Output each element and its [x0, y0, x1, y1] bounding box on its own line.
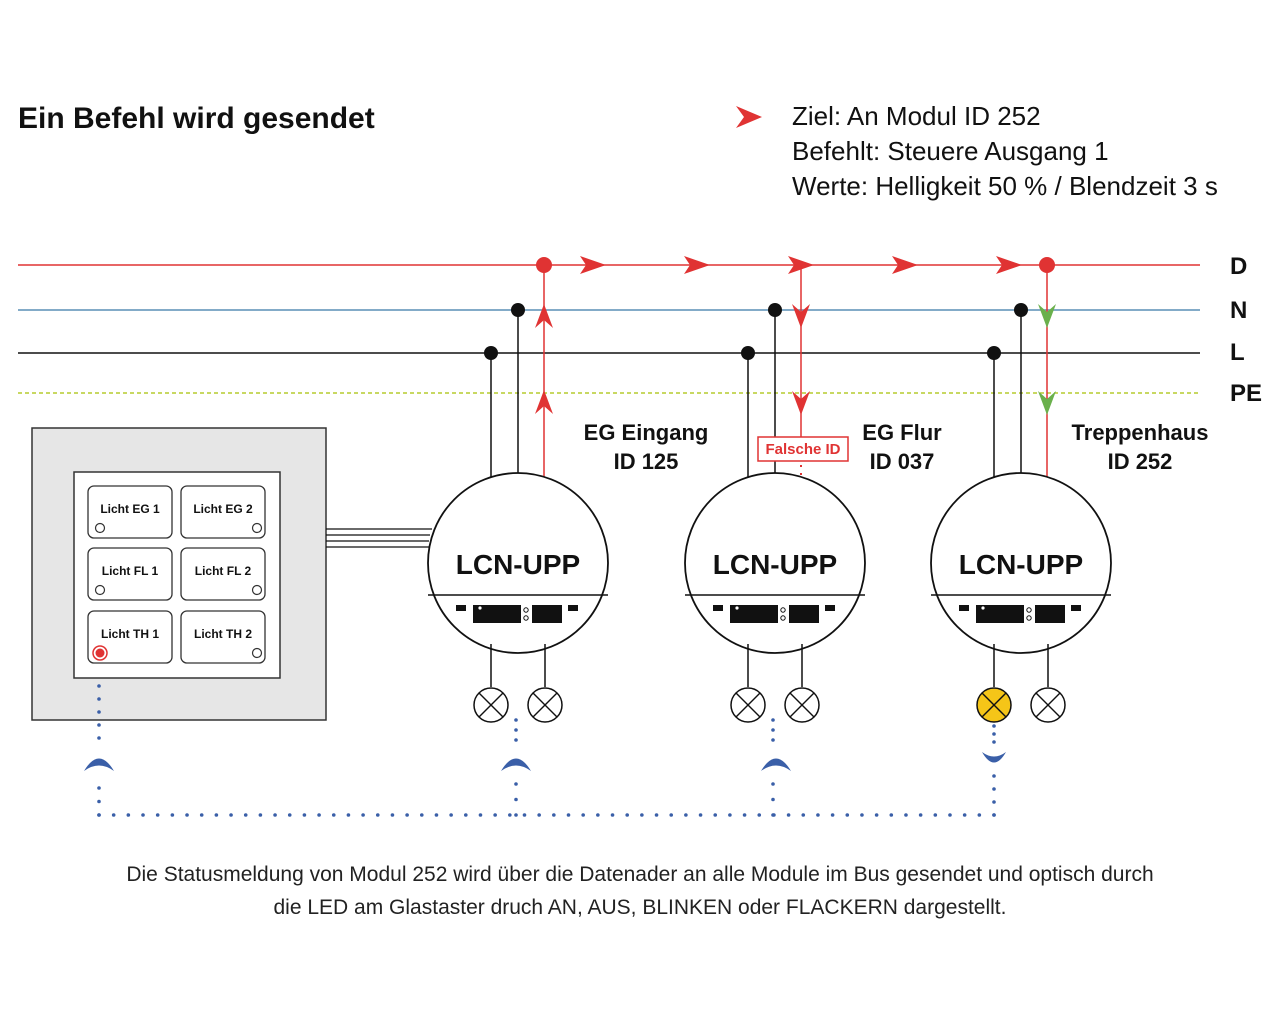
- status-led-icon: [94, 522, 106, 534]
- module-lcn-upp: LCN-UPP Treppenhaus ID 252: [930, 257, 1209, 723]
- bus-label-pe: PE: [1230, 380, 1262, 407]
- switch-button-label: Licht FL 1: [102, 564, 159, 578]
- legend-line-command: Befehlt: Steuere Ausgang 1: [792, 136, 1109, 166]
- up-arrow-icon: [535, 304, 553, 328]
- ack-arrow-icon: [1038, 391, 1056, 415]
- status-led-icon: [94, 584, 106, 596]
- junction-dot-n: [511, 303, 525, 317]
- lamp-on-icon: [976, 687, 1012, 723]
- module-label-id: ID 037: [870, 449, 935, 474]
- legend-line-values: Werte: Helligkeit 50 % / Blendzeit 3 s: [792, 171, 1218, 201]
- signal-up-icon: [84, 758, 114, 771]
- lamp-icon: [784, 687, 820, 723]
- down-arrow-icon: [792, 304, 810, 328]
- falsche-id-label: Falsche ID: [765, 441, 840, 458]
- page-title: Ein Befehl wird gesendet: [18, 102, 375, 135]
- bus-label-d: D: [1230, 253, 1247, 280]
- junction-dot-l: [987, 346, 1001, 360]
- caption-line-2: die LED am Glastaster druch AN, AUS, BLI…: [274, 896, 1007, 919]
- module-label-id: ID 252: [1108, 449, 1173, 474]
- lamp-icon: [473, 687, 509, 723]
- switch-button[interactable]: Licht TH 2: [180, 610, 266, 664]
- status-led-icon: [251, 584, 263, 596]
- switch-button[interactable]: Licht EG 1: [87, 485, 173, 539]
- switch-button-label: Licht EG 2: [193, 502, 253, 516]
- glass-switch-panel: [31, 427, 327, 721]
- switch-button[interactable]: Licht EG 2: [180, 485, 266, 539]
- status-signal: [84, 684, 1006, 817]
- status-led-icon: [251, 522, 263, 534]
- legend-arrow-icon: [736, 106, 762, 128]
- switch-button-label: Licht TH 1: [101, 627, 159, 641]
- module-device-name: LCN-UPP: [456, 549, 580, 580]
- signal-down-icon: [982, 752, 1006, 763]
- switch-button-label: Licht FL 2: [195, 564, 252, 578]
- switch-buttons[interactable]: Licht EG 1 Licht EG 2 Licht FL 1 Licht FL 2…: [87, 485, 266, 664]
- signal-up-icon: [501, 758, 531, 771]
- module-device-name: LCN-UPP: [959, 549, 1083, 580]
- lamp-icon: [1030, 687, 1066, 723]
- module-device-name: LCN-UPP: [713, 549, 837, 580]
- junction-dot-l: [484, 346, 498, 360]
- switch-button[interactable]: Licht FL 1: [87, 547, 173, 601]
- caption-line-1: Die Statusmeldung von Modul 252 wird übe…: [126, 863, 1153, 886]
- switch-button[interactable]: Licht TH 1: [87, 610, 173, 664]
- bus-label-n: N: [1230, 297, 1247, 324]
- junction-dot-d: [1039, 257, 1055, 273]
- falsche-id-badge: [757, 436, 849, 462]
- switch-button-label: Licht TH 2: [194, 627, 252, 641]
- junction-dot-n: [768, 303, 782, 317]
- switch-button-label: Licht EG 1: [100, 502, 160, 516]
- ack-arrow-icon: [1038, 304, 1056, 328]
- switch-button[interactable]: Licht FL 2: [180, 547, 266, 601]
- bus-label-l: L: [1230, 339, 1245, 366]
- junction-dot-d: [536, 257, 552, 273]
- lamp-icon: [730, 687, 766, 723]
- status-led-icon: [251, 647, 263, 659]
- module-label-name: EG Eingang: [584, 420, 709, 445]
- legend-line-target: Ziel: An Modul ID 252: [792, 101, 1041, 131]
- panel-bus-cable: [326, 528, 432, 548]
- lamp-icon: [527, 687, 563, 723]
- module-label-id: ID 125: [614, 449, 679, 474]
- module-label-name: EG Flur: [862, 420, 942, 445]
- module-lcn-upp: LCN-UPP EG Eingang ID 125: [427, 257, 709, 723]
- signal-up-icon: [761, 758, 791, 771]
- junction-dot-l: [741, 346, 755, 360]
- module-label-name: Treppenhaus: [1072, 420, 1209, 445]
- up-arrow-icon: [535, 390, 553, 414]
- junction-dot-n: [1014, 303, 1028, 317]
- module-lcn-upp: LCN-UPP EG Flur ID 037: [684, 265, 942, 723]
- down-arrow-icon: [792, 391, 810, 415]
